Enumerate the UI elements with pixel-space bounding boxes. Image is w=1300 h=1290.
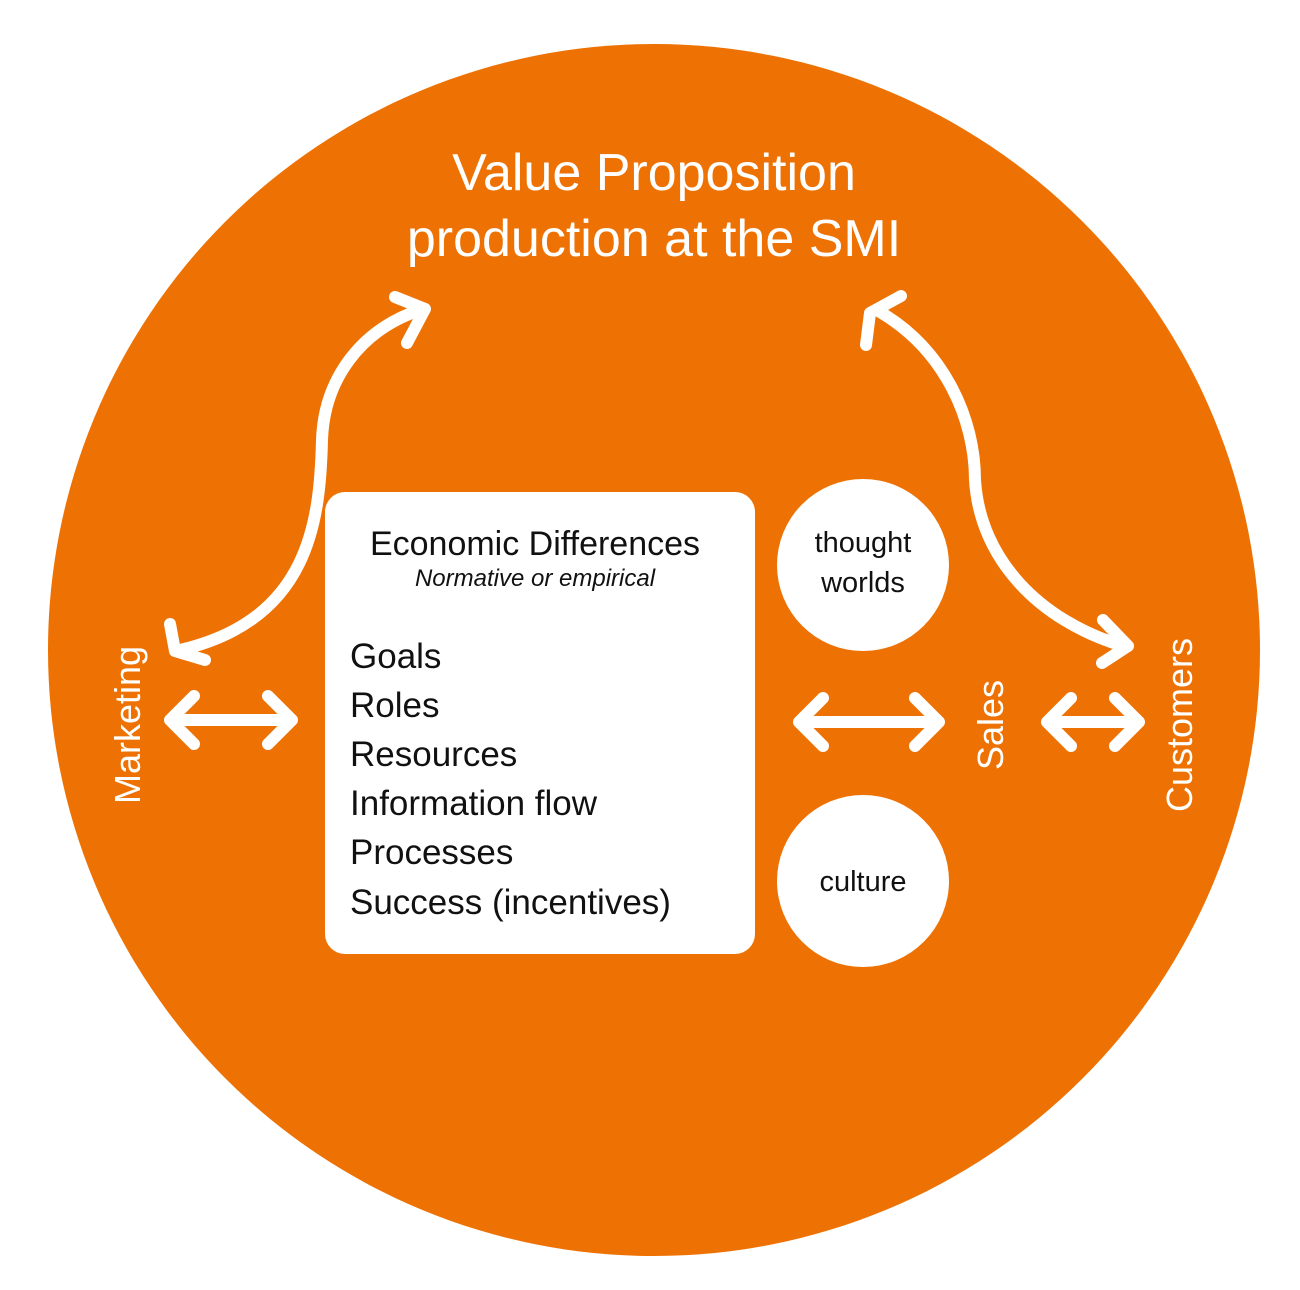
left-curved-arrow [164, 291, 431, 666]
marketing-label: Marketing [107, 646, 148, 804]
box-item-information-flow: Information flow [350, 784, 598, 823]
culture-circle: culture [777, 795, 949, 967]
thought-worlds-line-2: worlds [820, 567, 905, 599]
thought-worlds-circle-bg [777, 479, 949, 651]
box-subtitle: Normative or empirical [415, 565, 656, 592]
box-item-resources: Resources [350, 735, 517, 774]
thought-worlds-line-1: thought [815, 527, 912, 559]
economic-differences-box-bg [325, 492, 755, 954]
right-curved-arrow [860, 290, 1134, 669]
box-item-roles: Roles [350, 686, 439, 725]
sales-label: Sales [970, 680, 1011, 770]
box-sales-arrow [793, 692, 945, 752]
box-item-goals: Goals [350, 637, 441, 676]
title-line-1: Value Proposition [452, 144, 856, 202]
box-title: Economic Differences [370, 525, 700, 563]
box-item-success: Success (incentives) [350, 883, 671, 922]
sales-customers-arrow [1041, 692, 1145, 752]
culture-circle-bg [777, 795, 949, 967]
culture-label: culture [819, 866, 906, 898]
box-item-processes: Processes [350, 833, 513, 872]
marketing-box-arrow [164, 690, 298, 750]
title-line-2: production at the SMI [407, 210, 901, 268]
economic-differences-box: Economic Differences Normative or empiri… [325, 492, 755, 954]
customers-label: Customers [1159, 638, 1200, 812]
thought-worlds-circle: thought worlds [777, 479, 949, 651]
